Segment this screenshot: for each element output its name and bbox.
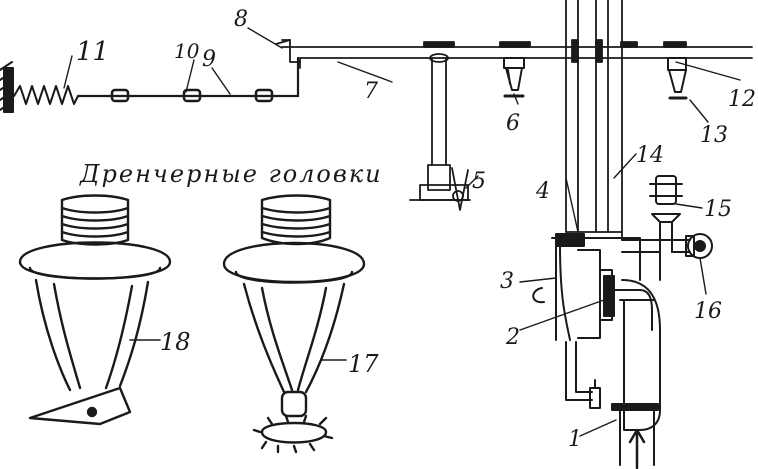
label-13: 13: [700, 123, 728, 148]
cable-with-fusible-locks: [76, 56, 300, 103]
label-4: 4: [535, 179, 550, 204]
label-1: 1: [568, 427, 582, 452]
label-3: 3: [500, 269, 514, 294]
wall-hatch-icon: [0, 61, 14, 113]
caption: Дренчерные головки: [79, 160, 383, 188]
drencher-head-18: [18, 194, 172, 426]
flow-arrow-icon: [628, 428, 646, 469]
drencher-head-17: [222, 194, 366, 454]
label-11: 11: [76, 37, 109, 67]
label-8: 8: [234, 7, 248, 32]
label-17: 17: [348, 350, 379, 378]
fusible-link-icon: [254, 88, 274, 103]
pressure-gauge-icon: [685, 233, 713, 259]
sprinkler-head-icon: [667, 57, 688, 100]
leader-lines: [63, 27, 741, 437]
vertical-risers: [565, 0, 623, 241]
label-16: 16: [694, 299, 722, 324]
label-7: 7: [364, 79, 378, 104]
label-12: 12: [728, 87, 756, 112]
label-5: 5: [472, 169, 486, 194]
label-6: 6: [506, 111, 520, 136]
valve-icon: [532, 233, 661, 466]
fusible-link-icon: [182, 88, 202, 103]
label-9: 9: [202, 47, 216, 72]
label-10: 10: [174, 39, 200, 63]
label-15: 15: [704, 197, 732, 222]
fusible-link-icon: [110, 88, 130, 103]
label-14: 14: [636, 143, 664, 168]
label-2: 2: [505, 325, 520, 350]
gauge-branch: [621, 175, 691, 281]
drop-pipe-5: [409, 53, 471, 211]
label-18: 18: [160, 328, 191, 356]
spring-icon: [13, 85, 79, 105]
sprinkler-head-icon: [503, 57, 525, 98]
